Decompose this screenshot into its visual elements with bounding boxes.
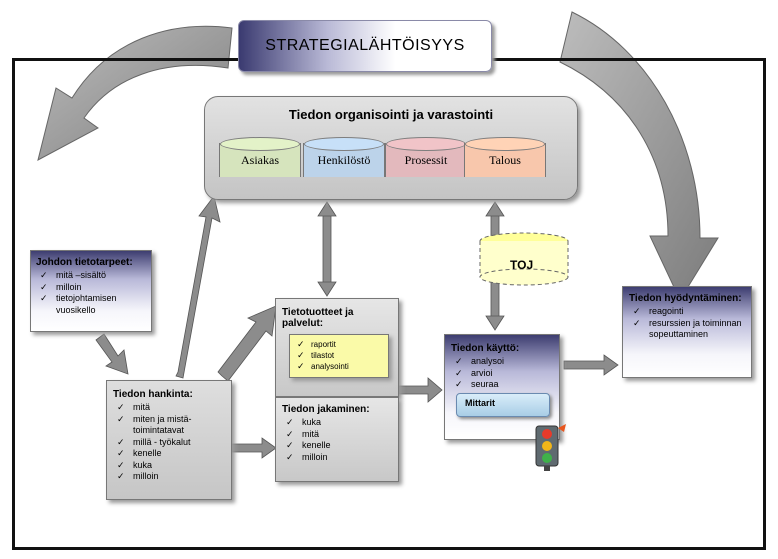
traffic-light-icon (535, 424, 566, 471)
tiedon-kaytto-box: Tiedon käyttö: analysoi arvioi seuraa (444, 334, 560, 440)
tuotteet-note: raportit tilastot analysointi (289, 334, 389, 378)
arrow-jakaminen-kaytto (398, 377, 443, 403)
list-item: milloin (113, 471, 225, 483)
mittarit-button: Mittarit (456, 393, 550, 417)
list-item: reagointi (629, 306, 745, 318)
list-item: mitä (282, 429, 392, 441)
arrow-org-tuotteet (317, 201, 337, 297)
list-item: mitä (113, 402, 225, 414)
list-item: kenelle (282, 440, 392, 452)
list-item: miten ja mistä-toimintatavat (113, 414, 225, 437)
list-item: tietojohtamisen vuosikello (36, 293, 146, 316)
arrow-kaytto-hyodyntaminen (563, 354, 619, 376)
johdon-title: Johdon tietotarpeet: (36, 257, 133, 268)
kaytto-title: Tiedon käyttö: (451, 343, 520, 354)
organisointi-box: Tiedon organisointi ja varastointi Asiak… (204, 96, 578, 200)
tuotteet-title: Tietotuotteet ja palvelut: (282, 307, 354, 329)
list-item: analysointi (293, 361, 385, 372)
list-item: kuka (113, 460, 225, 472)
toj-label: TOJ (510, 258, 534, 272)
list-item: kuka (282, 417, 392, 429)
db-asiakas: Asiakas (219, 143, 301, 183)
hankinta-title: Tiedon hankinta: (113, 389, 193, 400)
hyodyntaminen-title: Tiedon hyödyntäminen: (629, 293, 742, 304)
arrow-hankinta-jakaminen (227, 437, 277, 459)
list-item: kenelle (113, 448, 225, 460)
list-item: seuraa (451, 379, 553, 391)
organisointi-title: Tiedon organisointi ja varastointi (288, 107, 494, 122)
db-prosessit: Prosessit (385, 143, 467, 183)
johdon-tietotarpeet-box: Johdon tietotarpeet: mitä –sisältö millo… (30, 250, 152, 332)
tiedon-hankinta-box: Tiedon hankinta: mitä miten ja mistä-toi… (106, 380, 232, 500)
list-item: milloin (282, 452, 392, 464)
strategy-title: STRATEGIALÄHTÖISYYS (238, 20, 492, 72)
tiedon-hyodyntaminen-box: Tiedon hyödyntäminen: reagointi resurssi… (622, 286, 752, 378)
arrow-johdon-hankinta (95, 333, 129, 375)
toj-cylinder (479, 232, 569, 286)
db-talous: Talous (464, 143, 546, 183)
list-item: tilastot (293, 350, 385, 361)
tiedon-jakaminen-box: Tiedon jakaminen: kuka mitä kenelle mill… (275, 397, 399, 482)
db-henkilosto: Henkilöstö (303, 143, 385, 183)
jakaminen-title: Tiedon jakaminen: (282, 404, 370, 415)
list-item: resurssien ja toiminnan sopeuttaminen (629, 318, 745, 341)
list-item: raportit (293, 339, 385, 350)
list-item: millä - työkalut (113, 437, 225, 449)
list-item: mitä –sisältö (36, 270, 146, 282)
list-item: analysoi (451, 356, 553, 368)
list-item: arvioi (451, 368, 553, 380)
list-item: milloin (36, 282, 146, 294)
